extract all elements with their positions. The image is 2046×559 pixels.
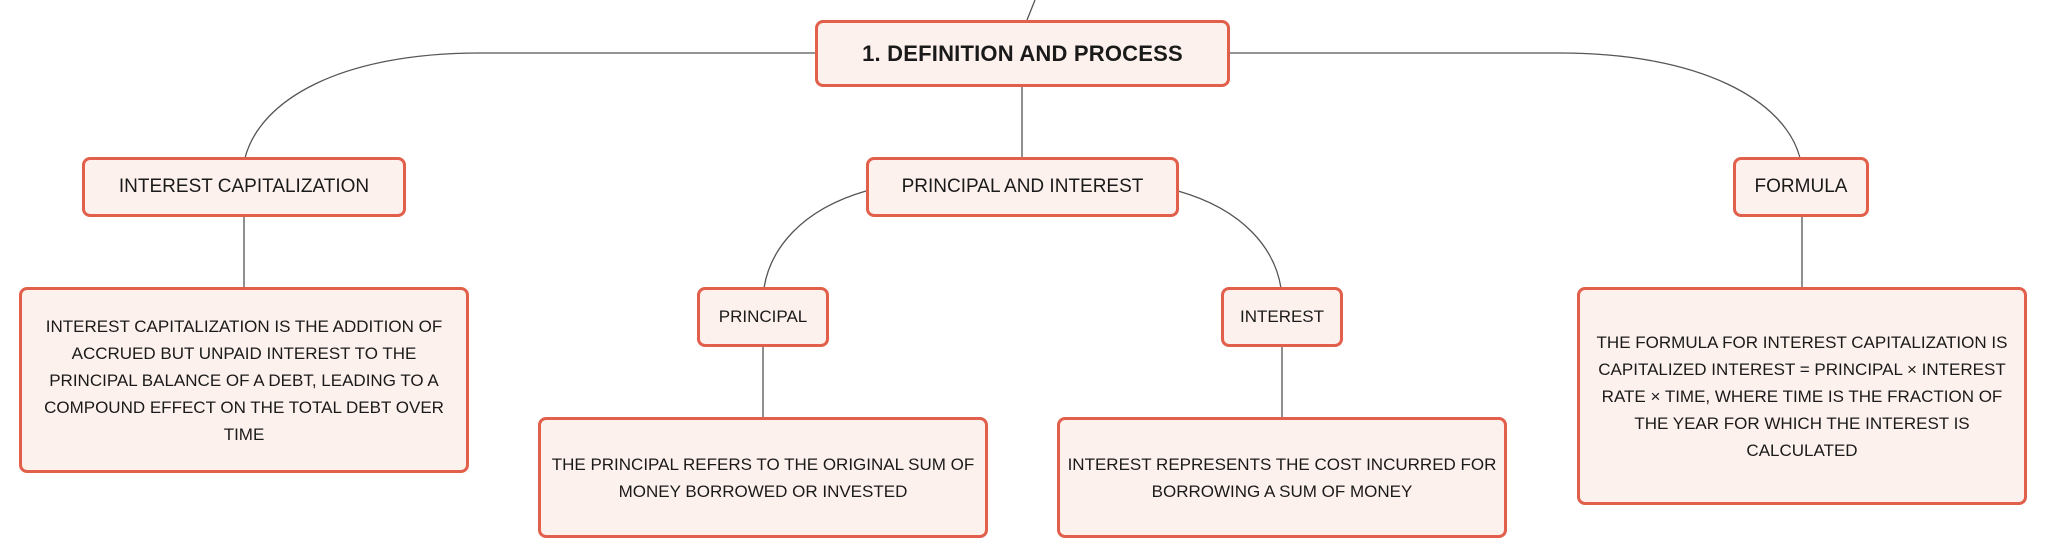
subtopic-principal-label: PRINCIPAL xyxy=(718,307,808,326)
formula-description[interactable]: THE FORMULA FOR INTEREST CAPITALIZATION … xyxy=(1577,287,2027,505)
principal-description[interactable]: THE PRINCIPAL REFERS TO THE ORIGINAL SUM… xyxy=(538,417,988,538)
topic-principal-and-interest-label: PRINCIPAL AND INTEREST xyxy=(901,176,1144,197)
topic-interest-capitalization-label: INTEREST CAPITALIZATION xyxy=(118,176,370,197)
connector-pi-principal xyxy=(763,190,867,289)
root-label: 1. DEFINITION AND PROCESS xyxy=(862,40,1183,66)
connector-parent-root xyxy=(1026,0,1036,21)
formula-description-text: THE FORMULA FOR INTEREST CAPITALIZATION … xyxy=(1596,332,2008,460)
topic-principal-and-interest[interactable]: PRINCIPAL AND INTEREST xyxy=(866,157,1179,217)
connector-root-formula xyxy=(1230,52,1801,159)
subtopic-principal[interactable]: PRINCIPAL xyxy=(697,287,829,347)
topic-formula[interactable]: FORMULA xyxy=(1733,157,1869,217)
interest-description[interactable]: INTEREST REPRESENTS THE COST INCURRED FO… xyxy=(1057,417,1507,538)
topic-interest-capitalization[interactable]: INTEREST CAPITALIZATION xyxy=(82,157,406,217)
subtopic-interest[interactable]: INTEREST xyxy=(1221,287,1343,347)
topic-formula-label: FORMULA xyxy=(1754,176,1848,197)
connector-pi-interest xyxy=(1177,190,1282,289)
connector-root-capitalization xyxy=(244,52,815,159)
interest-description-text: INTEREST REPRESENTS THE COST INCURRED FO… xyxy=(1067,454,1497,501)
interest-capitalization-description-text: INTEREST CAPITALIZATION IS THE ADDITION … xyxy=(44,316,444,444)
principal-description-text: THE PRINCIPAL REFERS TO THE ORIGINAL SUM… xyxy=(551,454,975,501)
subtopic-interest-label: INTEREST xyxy=(1239,307,1325,326)
root-node[interactable]: 1. DEFINITION AND PROCESS xyxy=(815,20,1230,87)
interest-capitalization-description[interactable]: INTEREST CAPITALIZATION IS THE ADDITION … xyxy=(19,287,469,473)
